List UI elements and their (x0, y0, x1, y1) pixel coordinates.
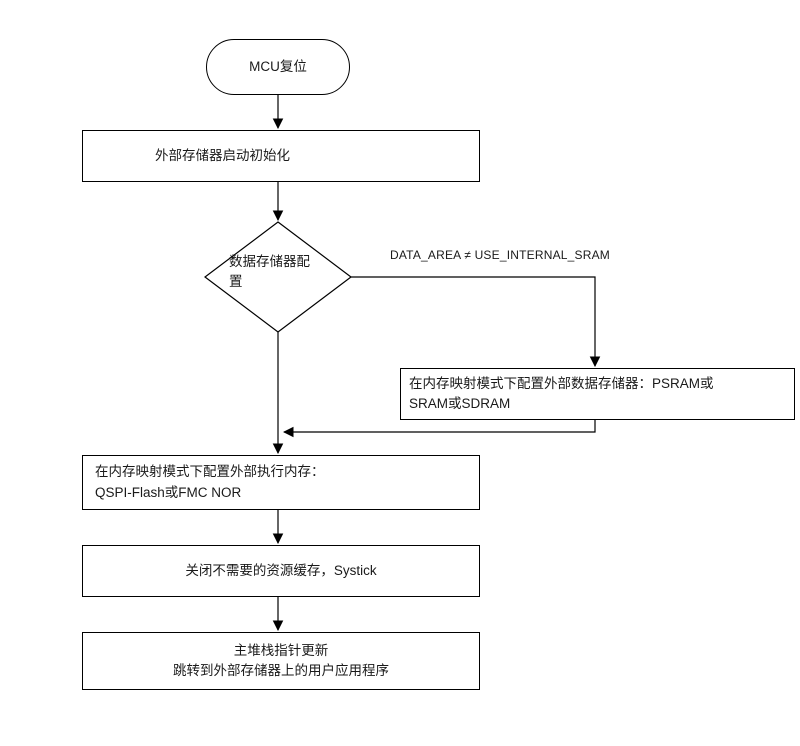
edge-config-data-merge (282, 420, 596, 438)
node-decision-shape (204, 221, 352, 333)
node-init: 外部存储器启动初始化 (82, 130, 480, 182)
branch-condition-label: DATA_AREA ≠ USE_INTERNAL_SRAM (390, 248, 611, 262)
node-jump-app-label: 主堆栈指针更新 跳转到外部存储器上的用户应用程序 (173, 642, 389, 678)
node-start-label: MCU复位 (249, 58, 307, 74)
edge-decision-config-data (351, 276, 601, 368)
node-disable-cache: 关闭不需要的资源缓存，Systick (82, 545, 480, 597)
node-config-data-memory-label: 在内存映射模式下配置外部数据存储器：PSRAM或 SRAM或SDRAM (409, 375, 714, 411)
node-config-exec-memory: 在内存映射模式下配置外部执行内存： QSPI-Flash或FMC NOR (82, 455, 480, 510)
node-start: MCU复位 (206, 39, 350, 95)
node-init-label: 外部存储器启动初始化 (155, 147, 290, 163)
node-disable-cache-label: 关闭不需要的资源缓存，Systick (185, 562, 377, 578)
node-config-data-memory: 在内存映射模式下配置外部数据存储器：PSRAM或 SRAM或SDRAM (400, 368, 795, 420)
node-jump-app: 主堆栈指针更新 跳转到外部存储器上的用户应用程序 (82, 632, 480, 690)
node-decision-label: 数据存储器配 置 (229, 254, 310, 289)
node-config-exec-memory-label: 在内存映射模式下配置外部执行内存： QSPI-Flash或FMC NOR (95, 464, 325, 500)
